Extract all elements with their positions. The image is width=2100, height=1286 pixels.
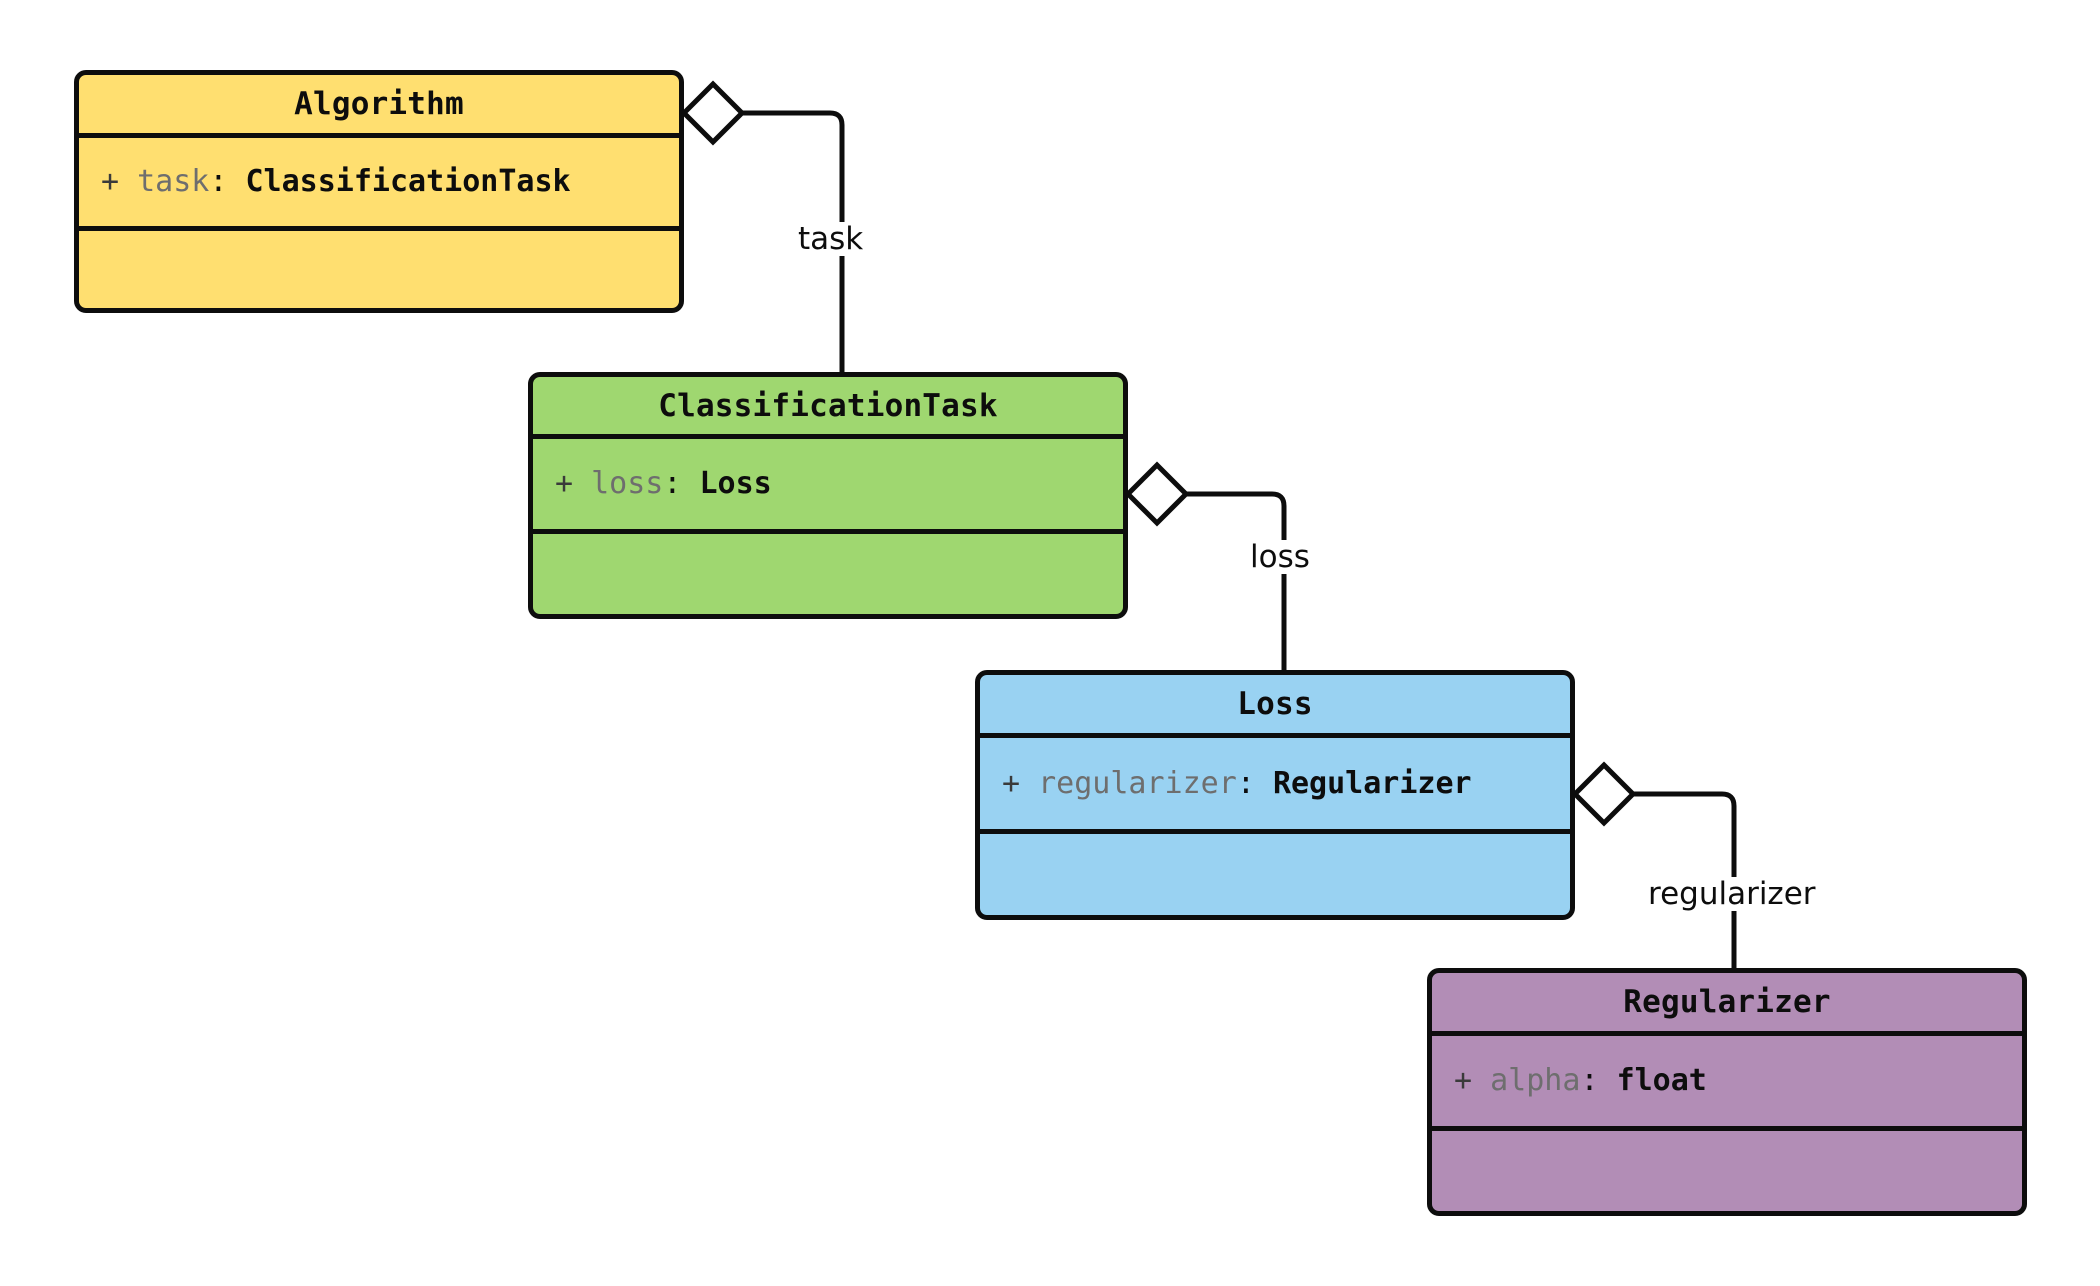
relation-label-regularizer: regularizer — [1645, 877, 1819, 911]
attribute-space — [1599, 1063, 1617, 1098]
class-title-regularizer: Regularizer — [1432, 973, 2022, 1036]
class-title-loss: Loss — [980, 675, 1570, 738]
attribute-type: Regularizer — [1272, 765, 1472, 801]
attribute-name: regularizer — [1038, 765, 1237, 801]
class-attributes-classificationtask: + loss: Loss — [533, 439, 1123, 534]
attribute-visibility: + — [1454, 1063, 1473, 1098]
class-title-algorithm: Algorithm — [79, 75, 679, 138]
aggregation-diamond-icon — [1571, 761, 1637, 827]
attribute-space — [1255, 766, 1273, 801]
attribute-row: + regularizer: Regularizer — [1002, 765, 1472, 801]
attribute-space — [227, 164, 245, 199]
attribute-colon: : — [209, 164, 228, 199]
uml-class-loss[interactable]: Loss + regularizer: Regularizer — [975, 670, 1575, 920]
attribute-space — [1020, 766, 1038, 801]
attribute-colon: : — [1580, 1063, 1599, 1098]
attribute-colon: : — [1236, 765, 1255, 801]
attribute-visibility: + — [555, 466, 574, 501]
uml-class-regularizer[interactable]: Regularizer + alpha: float — [1427, 968, 2027, 1216]
relation-loss-line — [1163, 491, 1287, 673]
uml-class-classificationtask[interactable]: ClassificationTask + loss: Loss — [528, 372, 1128, 619]
attribute-name: task — [137, 164, 210, 199]
aggregation-diamond-icon — [680, 80, 746, 146]
class-attributes-loss: + regularizer: Regularizer — [980, 738, 1570, 834]
attribute-row: + alpha: float — [1454, 1066, 1707, 1096]
attribute-visibility: + — [101, 164, 120, 199]
attribute-type: Loss — [699, 466, 772, 501]
attribute-type: float — [1616, 1063, 1707, 1098]
attribute-space — [1472, 1063, 1490, 1098]
attribute-type: ClassificationTask — [245, 164, 571, 199]
relation-label-task: task — [795, 222, 867, 256]
attribute-space — [681, 466, 699, 501]
class-title-classificationtask: ClassificationTask — [533, 377, 1123, 439]
relation-regularizer[interactable] — [1571, 761, 1737, 971]
aggregation-diamond-icon — [1124, 461, 1190, 527]
class-attributes-regularizer: + alpha: float — [1432, 1036, 2022, 1131]
attribute-visibility: + — [1002, 765, 1021, 801]
uml-class-algorithm[interactable]: Algorithm + task: ClassificationTask — [74, 70, 684, 313]
attribute-colon: : — [663, 466, 682, 501]
class-attributes-algorithm: + task: ClassificationTask — [79, 138, 679, 231]
attribute-name: alpha — [1490, 1063, 1581, 1098]
attribute-row: + loss: Loss — [555, 469, 772, 499]
attribute-space — [573, 466, 591, 501]
attribute-row: + task: ClassificationTask — [101, 167, 571, 197]
relation-label-loss: loss — [1247, 540, 1313, 574]
attribute-space — [119, 164, 137, 199]
attribute-name: loss — [591, 466, 664, 501]
